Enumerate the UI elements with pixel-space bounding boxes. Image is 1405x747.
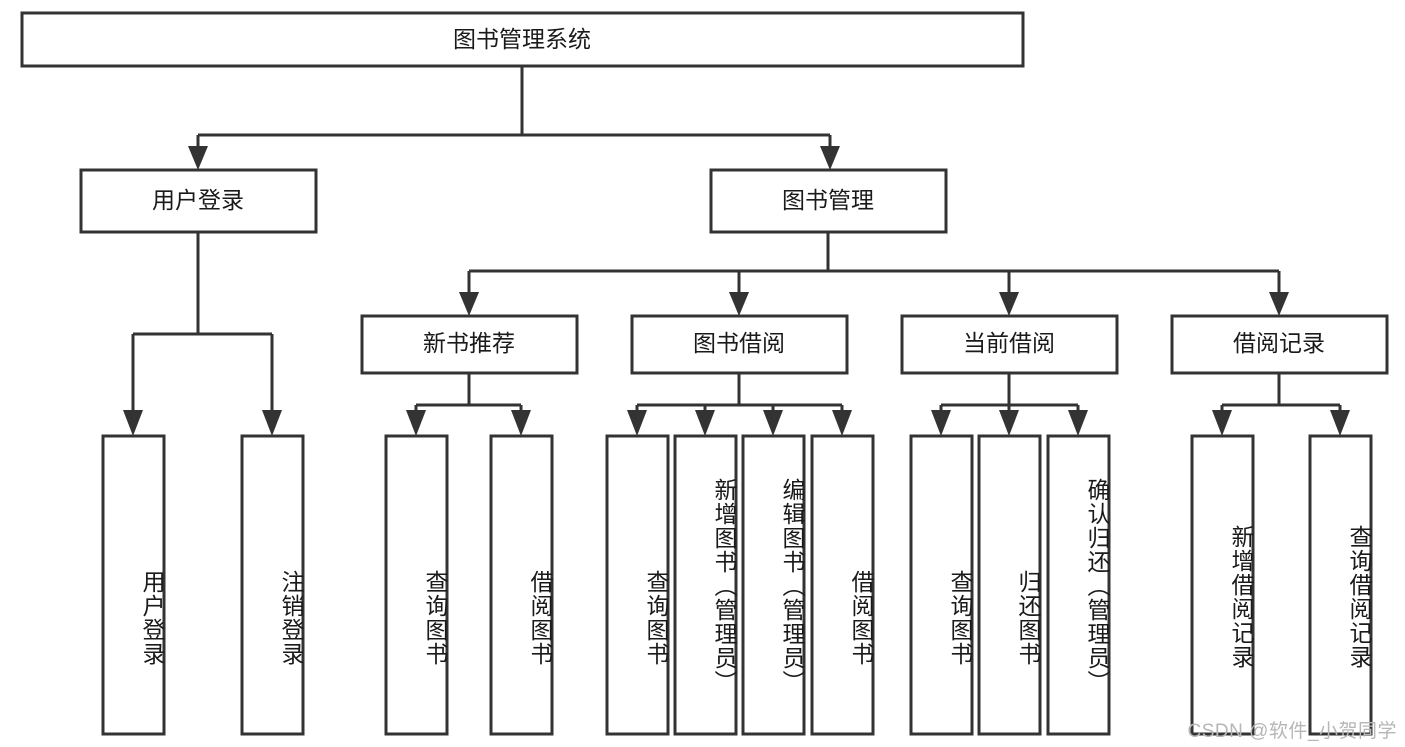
connector-borrowrecord-to-leaves: [1212, 373, 1350, 436]
node-book-manage-box[interactable]: [709, 168, 948, 234]
node-leaf-user-login-box[interactable]: [101, 434, 166, 736]
node-user-login[interactable]: 用户登录: [79, 168, 318, 234]
connector-userlogin-to-leaves: [123, 232, 282, 436]
arrow-head-icon: [511, 410, 531, 436]
arrow-head-icon: [123, 410, 143, 436]
node-borrow-record-box[interactable]: [1170, 314, 1389, 375]
arrow-head-icon: [1068, 410, 1088, 436]
node-borrow-record[interactable]: 借阅记录: [1170, 314, 1389, 375]
node-root-label: 图书管理系统: [453, 26, 591, 52]
connector-newbookrec-to-leaves: [406, 373, 531, 436]
arrow-head-icon: [406, 410, 426, 436]
node-root[interactable]: 图书管理系统: [20, 11, 1025, 68]
csdn-watermark: CSDN @软件_小贺同学: [1187, 721, 1397, 742]
leaf-boxes: [101, 434, 1373, 736]
node-new-book-rec-box[interactable]: [360, 314, 579, 375]
node-current-borrow-box[interactable]: [900, 314, 1119, 375]
node-new-book-rec[interactable]: 新书推荐: [360, 314, 579, 375]
arrow-head-icon: [188, 146, 208, 170]
node-root-box[interactable]: [20, 11, 1025, 68]
node-current-borrow[interactable]: 当前借阅: [900, 314, 1119, 375]
arrow-head-icon: [1330, 410, 1350, 436]
node-leaf-query-record-box[interactable]: [1308, 434, 1373, 736]
connector-bookborrow-to-leaves: [627, 373, 852, 436]
node-book-manage[interactable]: 图书管理: [709, 168, 948, 234]
connector-root-to-level2: [188, 66, 840, 170]
connector-bookmanage-to-level3: [459, 232, 1289, 316]
arrow-head-icon: [1212, 410, 1232, 436]
node-leaf-confirm-return-box[interactable]: [1046, 434, 1111, 736]
node-leaf-query-book-3-box[interactable]: [909, 434, 974, 736]
arrow-head-icon: [832, 410, 852, 436]
node-user-login-box[interactable]: [79, 168, 318, 234]
arrow-head-icon: [262, 410, 282, 436]
node-leaf-query-book-2-box[interactable]: [605, 434, 670, 736]
node-book-borrow[interactable]: 图书借阅: [630, 314, 849, 375]
node-book-borrow-label: 图书借阅: [693, 330, 785, 356]
arrow-head-icon: [999, 410, 1019, 436]
node-borrow-record-label: 借阅记录: [1233, 330, 1325, 356]
arrow-head-icon: [820, 146, 840, 170]
node-leaf-query-book-1-box[interactable]: [384, 434, 449, 736]
arrow-head-icon: [695, 410, 715, 436]
node-leaf-return-book-box[interactable]: [977, 434, 1042, 736]
arrow-head-icon: [1269, 292, 1289, 316]
node-leaf-add-record-box[interactable]: [1190, 434, 1255, 736]
arrow-head-icon: [729, 292, 749, 316]
arrow-head-icon: [999, 292, 1019, 316]
node-leaf-borrow-book-1-box[interactable]: [489, 434, 554, 736]
arrow-head-icon: [931, 410, 951, 436]
arrow-head-icon: [459, 292, 479, 316]
node-book-borrow-box[interactable]: [630, 314, 849, 375]
arrow-head-icon: [627, 410, 647, 436]
arrow-head-icon: [763, 410, 783, 436]
node-leaf-edit-book-box[interactable]: [741, 434, 806, 736]
node-book-manage-label: 图书管理: [782, 187, 874, 213]
node-new-book-rec-label: 新书推荐: [423, 330, 515, 356]
node-leaf-user-logout-box[interactable]: [240, 434, 305, 736]
node-user-login-label: 用户登录: [152, 187, 244, 213]
node-leaf-add-book-box[interactable]: [673, 434, 738, 736]
node-current-borrow-label: 当前借阅: [963, 330, 1055, 356]
node-leaf-borrow-book-2-box[interactable]: [810, 434, 875, 736]
connector-currentborrow-to-leaves: [931, 373, 1088, 436]
